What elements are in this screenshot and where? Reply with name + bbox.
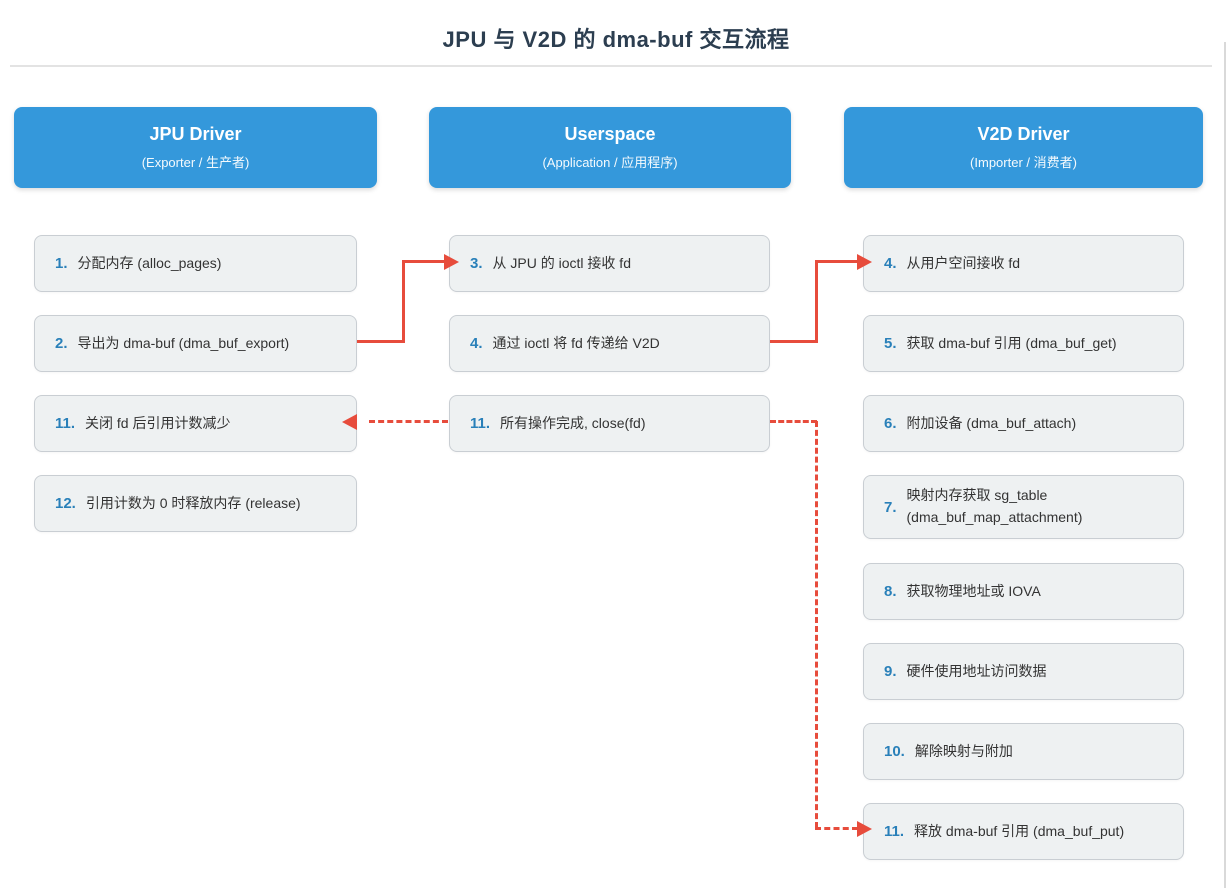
arrow-segment: [815, 421, 818, 828]
right-edge-line: [1224, 42, 1226, 888]
step-number: 7.: [884, 498, 897, 516]
step-text: 获取物理地址或 IOVA: [906, 582, 1041, 599]
step-number: 1.: [55, 255, 68, 272]
step-text: 释放 dma-buf 引用 (dma_buf_put): [914, 822, 1125, 839]
step-number: 12.: [55, 495, 76, 512]
column-header-v2d-driver: V2D Driver (Importer / 消费者): [844, 107, 1203, 188]
arrowhead-right-icon: [857, 254, 872, 270]
step-number: 9.: [884, 663, 897, 680]
step-number: 5.: [884, 335, 897, 352]
step-text: 所有操作完成, close(fd): [500, 414, 646, 431]
page-title: JPU 与 V2D 的 dma-buf 交互流程: [442, 27, 790, 52]
step-v2d-6: 6. 附加设备 (dma_buf_attach): [863, 395, 1184, 452]
column-header-userspace: Userspace (Application / 应用程序): [429, 107, 791, 188]
column-subtitle: (Exporter / 生产者): [141, 155, 250, 170]
step-jpu-2: 2. 导出为 dma-buf (dma_buf_export): [34, 315, 357, 372]
arrow-segment: [357, 340, 405, 343]
step-v2d-4: 4. 从用户空间接收 fd: [863, 235, 1184, 292]
step-text: 映射内存获取 sg_table (dma_buf_map_attachment): [906, 487, 1083, 525]
step-jpu-1: 1. 分配内存 (alloc_pages): [34, 235, 357, 292]
step-number: 3.: [470, 255, 483, 272]
step-userspace-11: 11. 所有操作完成, close(fd): [449, 395, 770, 452]
column-title: Userspace: [564, 124, 656, 144]
column-title: JPU Driver: [149, 124, 242, 144]
step-number: 6.: [884, 415, 897, 432]
arrowhead-right-icon: [444, 254, 459, 270]
arrowhead-right-icon: [857, 821, 872, 837]
step-number: 2.: [55, 335, 68, 352]
arrow-segment: [770, 420, 817, 423]
column-header-jpu-driver: JPU Driver (Exporter / 生产者): [14, 107, 377, 188]
arrow-segment: [815, 260, 818, 343]
step-v2d-7: 7. 映射内存获取 sg_table (dma_buf_map_attachme…: [863, 475, 1184, 539]
arrow-segment: [815, 260, 858, 263]
step-text: 从用户空间接收 fd: [906, 254, 1021, 271]
step-text: 分配内存 (alloc_pages): [77, 254, 222, 271]
step-number: 11.: [884, 823, 905, 840]
column-subtitle: (Importer / 消费者): [970, 155, 1077, 170]
step-text: 硬件使用地址访问数据: [906, 662, 1047, 679]
arrow-segment: [369, 420, 448, 423]
step-userspace-4: 4. 通过 ioctl 将 fd 传递给 V2D: [449, 315, 770, 372]
arrow-segment: [402, 260, 405, 343]
step-v2d-9: 9. 硬件使用地址访问数据: [863, 643, 1184, 700]
step-text: 获取 dma-buf 引用 (dma_buf_get): [906, 334, 1117, 351]
step-number: 4.: [884, 255, 897, 272]
step-userspace-3: 3. 从 JPU 的 ioctl 接收 fd: [449, 235, 770, 292]
arrow-segment: [815, 827, 858, 830]
step-text: 通过 ioctl 将 fd 传递给 V2D: [492, 334, 660, 351]
step-v2d-10: 10. 解除映射与附加: [863, 723, 1184, 780]
step-number: 11.: [55, 415, 76, 432]
column-title: V2D Driver: [977, 124, 1070, 144]
step-number: 4.: [470, 335, 483, 352]
step-jpu-11: 11. 关闭 fd 后引用计数减少: [34, 395, 357, 452]
step-number: 8.: [884, 583, 897, 600]
step-text: 从 JPU 的 ioctl 接收 fd: [492, 254, 631, 271]
step-text: 导出为 dma-buf (dma_buf_export): [77, 334, 290, 351]
step-v2d-8: 8. 获取物理地址或 IOVA: [863, 563, 1184, 620]
title-divider: [10, 65, 1212, 67]
step-text: 引用计数为 0 时释放内存 (release): [85, 494, 301, 511]
step-text: 关闭 fd 后引用计数减少: [85, 414, 231, 431]
arrowhead-left-icon: [342, 414, 357, 430]
step-number: 10.: [884, 743, 905, 760]
column-subtitle: (Application / 应用程序): [542, 155, 678, 170]
step-text: 解除映射与附加: [914, 742, 1013, 759]
step-v2d-5: 5. 获取 dma-buf 引用 (dma_buf_get): [863, 315, 1184, 372]
arrow-segment: [402, 260, 445, 263]
arrow-segment: [770, 340, 818, 343]
step-text: 附加设备 (dma_buf_attach): [906, 414, 1077, 431]
step-v2d-11: 11. 释放 dma-buf 引用 (dma_buf_put): [863, 803, 1184, 860]
step-jpu-12: 12. 引用计数为 0 时释放内存 (release): [34, 475, 357, 532]
step-number: 11.: [470, 415, 491, 432]
